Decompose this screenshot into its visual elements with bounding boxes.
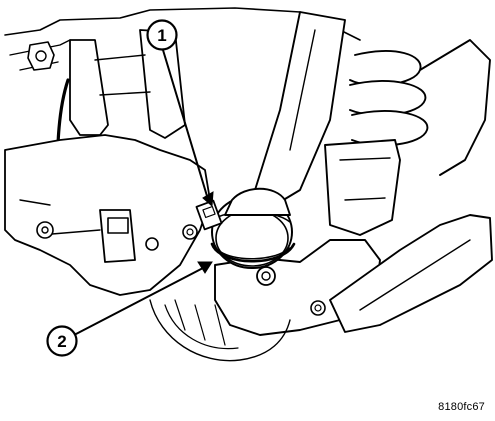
- callout-2-circle: [46, 325, 78, 357]
- callout-1-number: 1: [157, 26, 166, 45]
- drive-shaft: [254, 11, 346, 206]
- callout-2: 2: [46, 261, 213, 357]
- callout-1: 1: [146, 19, 214, 208]
- figure-id: 8180fc67: [438, 401, 485, 413]
- callout-1-circle: [146, 19, 178, 51]
- crossmember: [4, 134, 211, 296]
- wheel-speed-sensor: [195, 199, 223, 231]
- lower-control-arm: [329, 39, 493, 333]
- coil-spring: [324, 50, 429, 236]
- cv-boot: [210, 187, 296, 269]
- left-strut: [69, 29, 186, 139]
- callout-2-number: 2: [57, 332, 66, 351]
